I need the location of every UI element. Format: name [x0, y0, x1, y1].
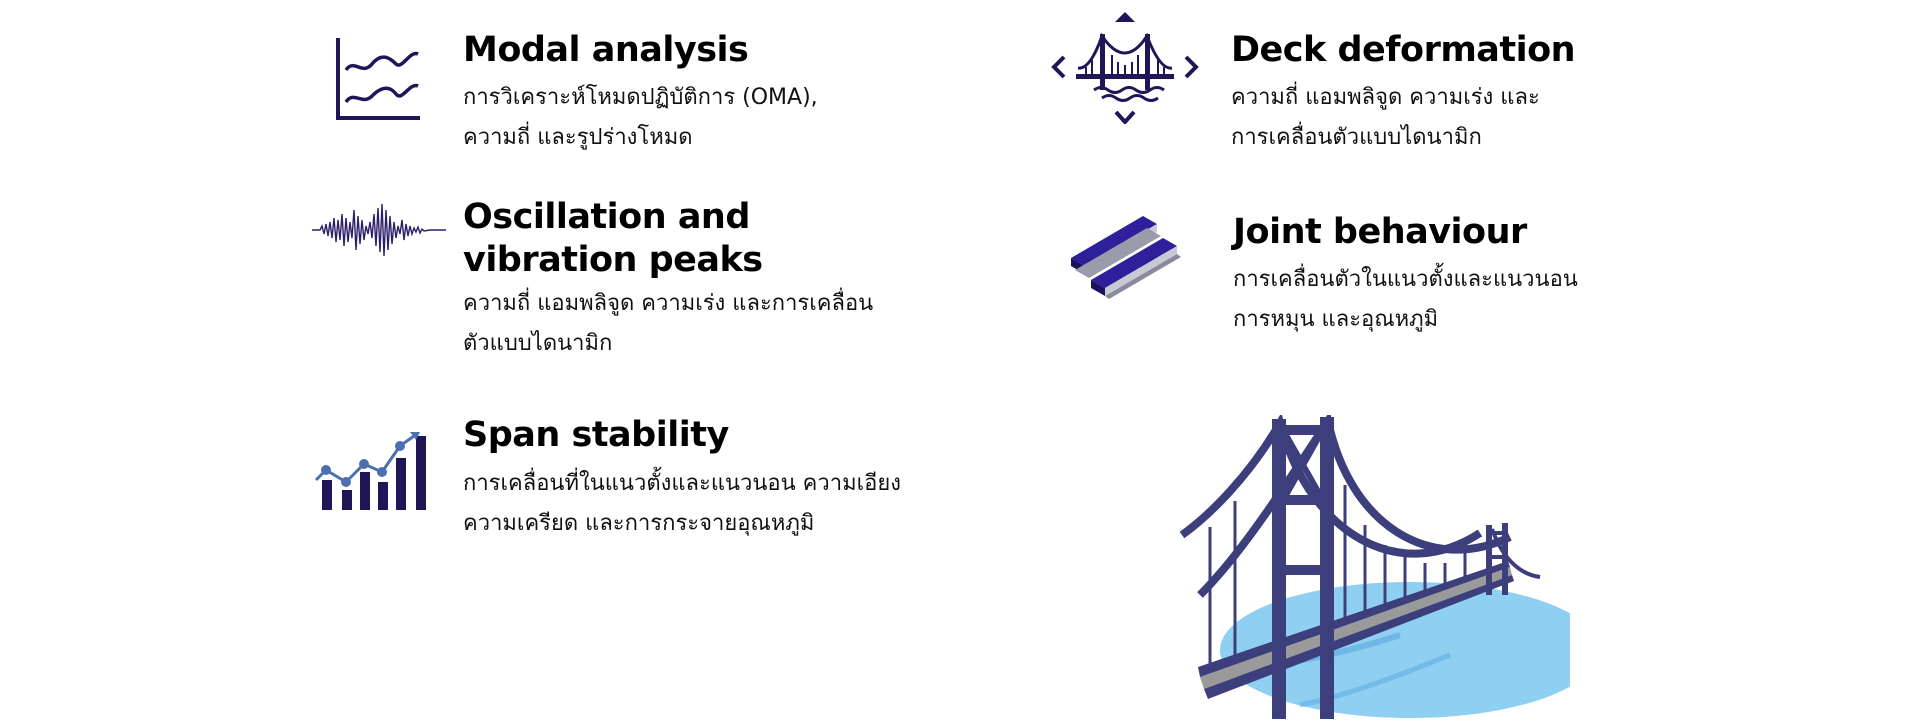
- feature-desc-span-stability-line2: ความเครียด และการกระจายอุณหภูมิ: [463, 511, 815, 536]
- feature-desc-joint-behaviour-line1: การเคลื่อนตัวในแนวตั้งและแนวนอน: [1233, 267, 1578, 292]
- feature-desc-deck-deformation-line1: ความถี่ แอมพลิจูด ความเร่ง และ: [1231, 85, 1540, 110]
- feature-desc-oscillation-line1: ความถี่ แอมพลิจูด ความเร่ง และการเคลื่อน: [463, 291, 874, 316]
- feature-desc-oscillation-line2: ตัวแบบไดนามิก: [463, 331, 613, 356]
- feature-title-modal-analysis: Modal analysis: [463, 30, 749, 70]
- feature-title-joint-behaviour: Joint behaviour: [1233, 212, 1527, 252]
- bridge-movement-icon: [1050, 10, 1200, 124]
- bar-chart-trend-icon: [312, 428, 432, 514]
- feature-title-deck-deformation: Deck deformation: [1231, 30, 1576, 70]
- feature-desc-modal-analysis-line1: การวิเคราะห์โหมดปฏิบัติการ (OMA),: [463, 85, 818, 110]
- feature-title-oscillation-line1: Oscillation and: [463, 197, 750, 237]
- feature-desc-joint-behaviour-line2: การหมุน และอุณหภูมิ: [1233, 307, 1439, 332]
- line-graph-icon: [334, 36, 424, 122]
- feature-desc-span-stability-line1: การเคลื่อนที่ในแนวตั้งและแนวนอน ความเอีย…: [463, 471, 901, 496]
- suspension-bridge-illustration: [1179, 410, 1600, 727]
- feature-title-span-stability: Span stability: [463, 415, 729, 455]
- feature-desc-deck-deformation-line2: การเคลื่อนตัวแบบไดนามิก: [1231, 125, 1482, 150]
- waveform-icon: [312, 200, 446, 260]
- feature-desc-modal-analysis-line2: ความถี่ และรูปร่างโหมด: [463, 125, 693, 150]
- beam-joint-icon: [1065, 210, 1185, 300]
- feature-title-oscillation-line2: vibration peaks: [463, 240, 763, 280]
